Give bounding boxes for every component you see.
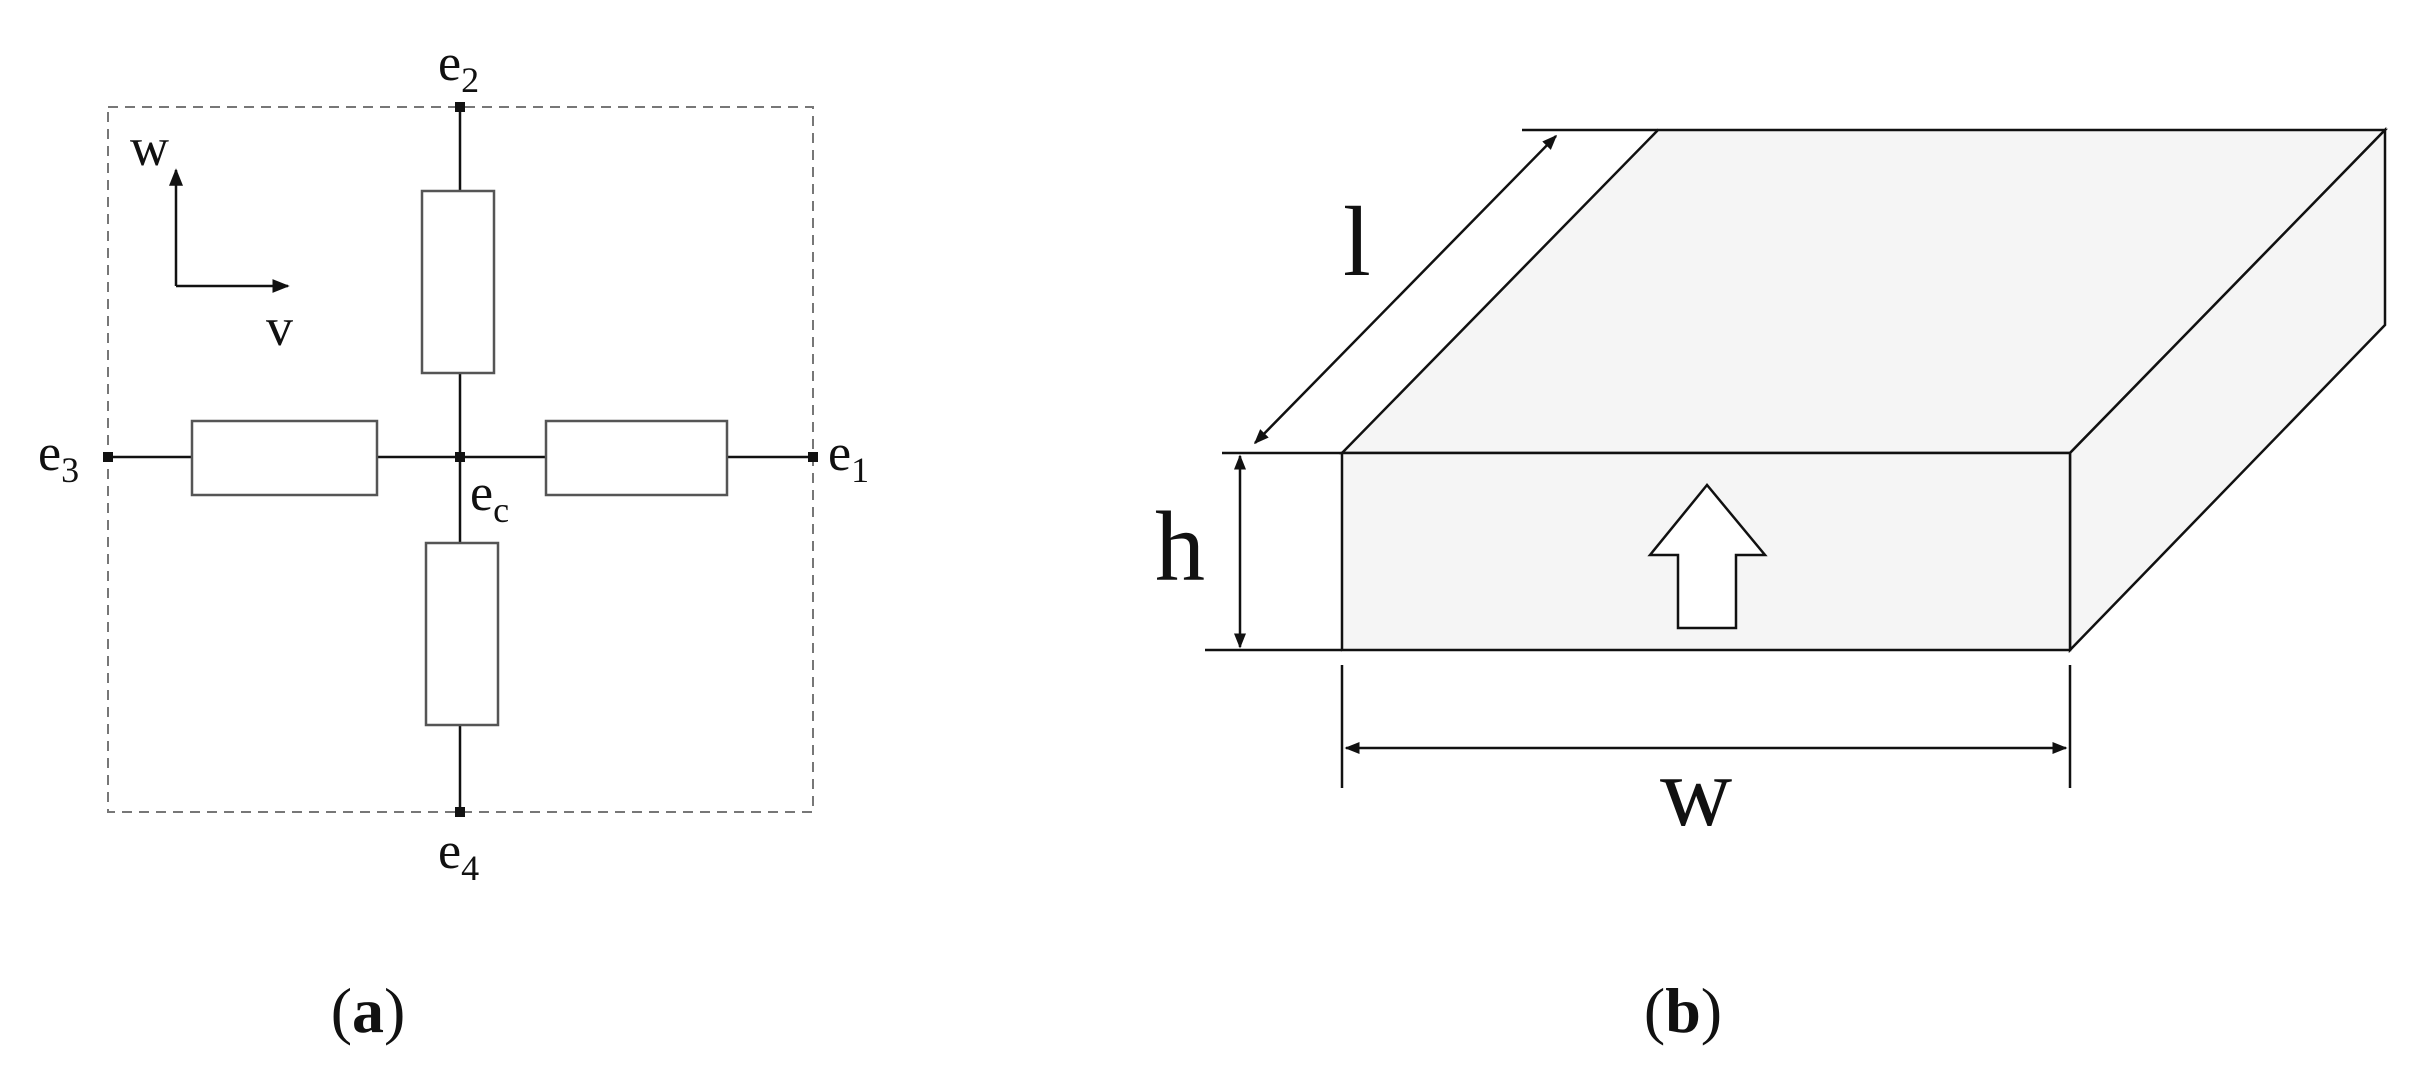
wires — [108, 107, 813, 812]
resistor-right — [544, 419, 729, 497]
width-label: w — [1660, 736, 1732, 847]
resistor-bottom — [424, 541, 500, 727]
resistor-top — [420, 189, 496, 375]
length-label: l — [1343, 186, 1371, 297]
node-e3 — [103, 452, 113, 462]
nodes — [103, 102, 818, 817]
label-e1: e1 — [828, 425, 869, 490]
label-e3: e3 — [38, 425, 79, 490]
axis-w-label: w — [130, 117, 169, 177]
label-e2: e2 — [438, 35, 479, 100]
height-label: h — [1155, 491, 1205, 602]
node-e1 — [808, 452, 818, 462]
caption-b: (b) — [1644, 975, 1722, 1046]
caption-a: (a) — [331, 975, 406, 1046]
length-dimension-arrow — [1253, 134, 1558, 445]
extension-lines — [1205, 128, 2072, 788]
axis-v-label: v — [266, 297, 293, 357]
magnetization-arrow-icon — [1647, 483, 1768, 630]
label-e4: e4 — [438, 823, 479, 888]
label-ec: ec — [470, 465, 509, 530]
local-axes: w v — [130, 117, 293, 357]
panel-b-block: l h w — [1155, 126, 2388, 847]
resistor-left — [190, 419, 379, 497]
resistors — [190, 189, 729, 727]
node-ec — [455, 452, 465, 462]
node-e2 — [455, 102, 465, 112]
panel-a-resistor-network: w v e — [38, 35, 869, 888]
node-e4 — [455, 807, 465, 817]
